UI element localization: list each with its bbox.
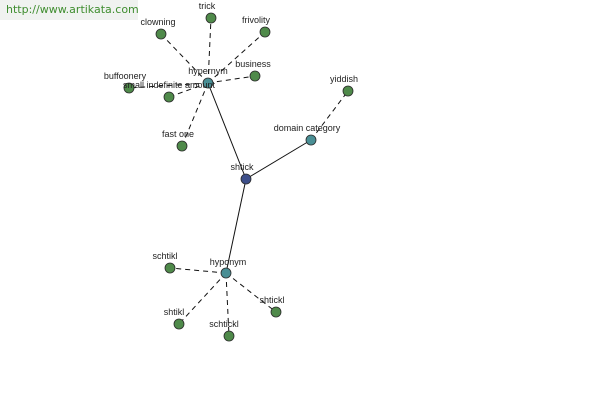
node-circle[interactable] [249, 70, 261, 82]
edge-hypernym-business [207, 75, 256, 84]
edge-hypernym-buffoonery [128, 82, 209, 89]
edge-hypernym-small_amount [168, 82, 209, 98]
node-label: shtickl [259, 295, 284, 305]
node-circle[interactable] [176, 140, 188, 152]
nodes-layer: shtick hypernym hyponym domain category clow… [104, 1, 358, 342]
node-label: shtikl [164, 307, 185, 317]
node-circle[interactable] [270, 306, 282, 318]
edge-hypernym-trick [207, 17, 212, 84]
node-circle[interactable] [259, 26, 271, 38]
node-schtikl[interactable]: schtikl [152, 251, 178, 274]
node-buffoonery[interactable]: buffoonery [104, 71, 147, 94]
node-frivolity[interactable]: frivolity [242, 15, 271, 38]
node-hyponym[interactable]: hyponym [210, 257, 247, 279]
node-shtick[interactable]: shtick [230, 162, 254, 185]
node-label: buffoonery [104, 71, 147, 81]
node-circle[interactable] [123, 82, 135, 94]
node-business[interactable]: business [235, 59, 271, 82]
edge-hypernym-frivolity [207, 31, 266, 84]
edge-hypernym-fast_one [181, 82, 209, 147]
node-clowning[interactable]: clowning [140, 17, 176, 40]
node-circle[interactable] [164, 262, 176, 274]
edge-hyponym-schtikl [169, 267, 227, 274]
node-schtickl[interactable]: schtickl [209, 319, 239, 342]
node-fast_one[interactable]: fast one [162, 129, 194, 152]
watermark-link[interactable]: http://www.artikata.com [0, 0, 139, 20]
node-label: clowning [140, 17, 175, 27]
node-domain[interactable]: domain category [274, 123, 341, 146]
node-label: frivolity [242, 15, 271, 25]
node-small_amount[interactable]: small indefinite amount [123, 80, 216, 103]
node-label: yiddish [330, 74, 358, 84]
edge-hyponym-shtikl [178, 272, 227, 325]
edge-domain-yiddish [310, 90, 349, 141]
edge-hyponym-schtickl [225, 272, 230, 337]
node-circle[interactable] [342, 85, 354, 97]
node-label: hypernym [188, 66, 228, 76]
node-circle[interactable] [205, 12, 217, 24]
node-label: fast one [162, 129, 194, 139]
edge-shtick-hyponym [225, 178, 247, 274]
node-label: domain category [274, 123, 341, 133]
node-circle[interactable] [220, 267, 232, 279]
node-label: trick [199, 1, 216, 11]
node-hypernym[interactable]: hypernym [188, 66, 228, 89]
node-circle[interactable] [163, 91, 175, 103]
edge-shtick-hypernym [207, 82, 247, 180]
node-trick[interactable]: trick [199, 1, 217, 24]
node-shtikl[interactable]: shtikl [164, 307, 185, 330]
node-circle[interactable] [155, 28, 167, 40]
node-circle[interactable] [305, 134, 317, 146]
edge-hypernym-clowning [160, 33, 209, 84]
edge-shtick-domain [245, 139, 312, 180]
node-yiddish[interactable]: yiddish [330, 74, 358, 97]
node-label: small indefinite amount [123, 80, 216, 90]
node-circle[interactable] [202, 77, 214, 89]
edge-hyponym-shtickl [225, 272, 277, 313]
node-label: schtickl [209, 319, 239, 329]
node-label: schtikl [152, 251, 177, 261]
node-circle[interactable] [240, 173, 252, 185]
node-circle[interactable] [223, 330, 235, 342]
node-label: shtick [230, 162, 254, 172]
node-shtickl[interactable]: shtickl [259, 295, 285, 318]
node-circle[interactable] [173, 318, 185, 330]
edges-layer [128, 17, 349, 337]
node-label: hyponym [210, 257, 247, 267]
node-label: business [235, 59, 271, 69]
